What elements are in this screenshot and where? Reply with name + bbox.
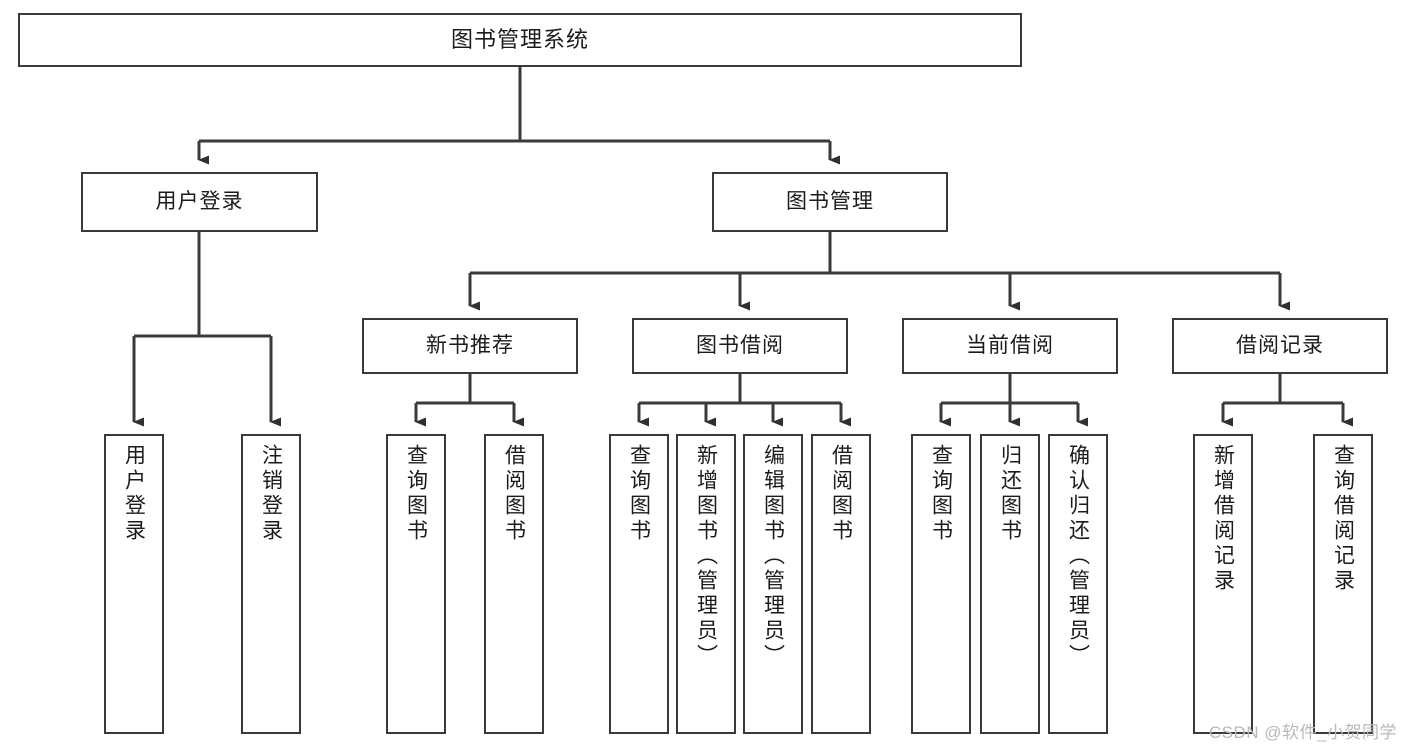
node-label: 用户登录 bbox=[155, 189, 244, 213]
node-current-borrow[interactable]: 当前借阅 bbox=[902, 318, 1118, 374]
node-label: 图书管理系统 bbox=[450, 27, 589, 53]
node-user-login[interactable]: 用户登录 bbox=[81, 172, 318, 232]
node-label: 编辑图书（管理员） bbox=[761, 444, 785, 669]
node-label: 图书借阅 bbox=[696, 333, 784, 357]
node-label: 查询借阅记录 bbox=[1331, 444, 1355, 594]
node-label: 借阅图书 bbox=[829, 444, 853, 544]
leaf-borrow-borrow-book[interactable]: 借阅图书 bbox=[811, 434, 871, 734]
leaf-new-book-borrow[interactable]: 借阅图书 bbox=[484, 434, 544, 734]
node-label: 当前借阅 bbox=[966, 333, 1054, 357]
leaf-borrow-query-book[interactable]: 查询图书 bbox=[609, 434, 669, 734]
node-label: 新增借阅记录 bbox=[1211, 444, 1235, 594]
leaf-borrow-add-book-admin[interactable]: 新增图书（管理员） bbox=[676, 434, 736, 734]
node-label: 查询图书 bbox=[404, 444, 428, 544]
leaf-current-confirm-return-admin[interactable]: 确认归还（管理员） bbox=[1048, 434, 1108, 734]
leaf-borrow-edit-book-admin[interactable]: 编辑图书（管理员） bbox=[743, 434, 803, 734]
leaf-new-book-query[interactable]: 查询图书 bbox=[386, 434, 446, 734]
node-label: 图书管理 bbox=[786, 189, 874, 213]
node-book-borrow[interactable]: 图书借阅 bbox=[632, 318, 848, 374]
node-book-management[interactable]: 图书管理 bbox=[712, 172, 948, 232]
leaf-user-login[interactable]: 用户登录 bbox=[104, 434, 164, 734]
node-label: 确认归还（管理员） bbox=[1066, 444, 1090, 669]
leaf-current-return-book[interactable]: 归还图书 bbox=[980, 434, 1040, 734]
node-label: 注销登录 bbox=[259, 444, 283, 544]
node-new-book-recommend[interactable]: 新书推荐 bbox=[362, 318, 578, 374]
leaf-logout[interactable]: 注销登录 bbox=[241, 434, 301, 734]
node-label: 借阅图书 bbox=[502, 444, 526, 544]
node-label: 用户登录 bbox=[122, 444, 146, 544]
node-label: 新书推荐 bbox=[426, 333, 514, 357]
node-label: 借阅记录 bbox=[1236, 333, 1324, 357]
node-root-system[interactable]: 图书管理系统 bbox=[18, 13, 1022, 67]
leaf-records-query-record[interactable]: 查询借阅记录 bbox=[1313, 434, 1373, 734]
node-label: 新增图书（管理员） bbox=[694, 444, 718, 669]
leaf-records-add-record[interactable]: 新增借阅记录 bbox=[1193, 434, 1253, 734]
node-label: 归还图书 bbox=[998, 444, 1022, 544]
node-label: 查询图书 bbox=[627, 444, 651, 544]
node-label: 查询图书 bbox=[929, 444, 953, 544]
node-borrow-records[interactable]: 借阅记录 bbox=[1172, 318, 1388, 374]
leaf-current-query-book[interactable]: 查询图书 bbox=[911, 434, 971, 734]
